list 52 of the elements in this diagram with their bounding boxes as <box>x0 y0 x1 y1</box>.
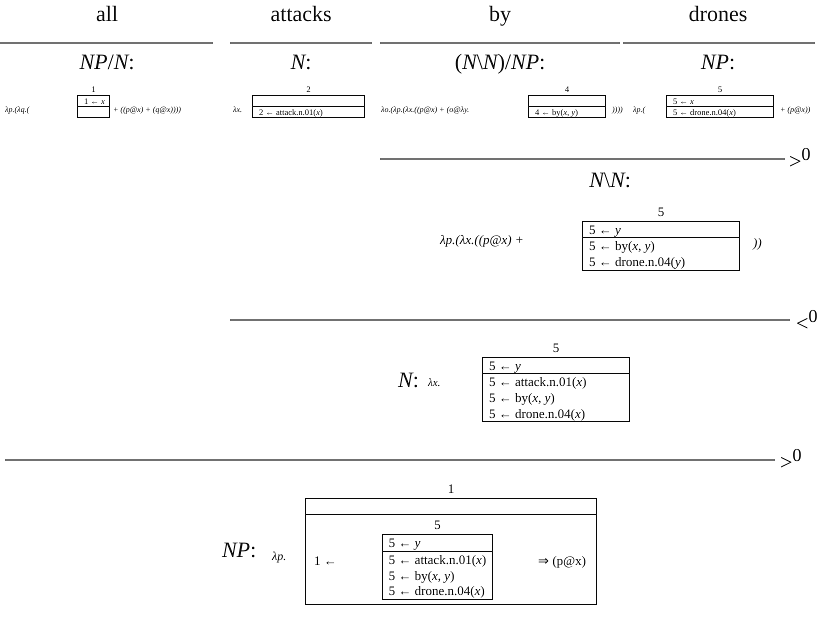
word: all <box>96 2 118 26</box>
category-label: N: <box>290 50 312 74</box>
drs-condition: 5 ← drone.n.04(x) <box>673 107 737 118</box>
drs-box <box>77 84 110 118</box>
word: drones <box>688 2 748 26</box>
lambda-term: λp.(λx.((p@x) + <box>440 233 524 248</box>
drs-referent: 5 ← x <box>673 96 695 106</box>
drs-label: 1 <box>448 481 454 498</box>
drs-condition: 1 ← <box>314 552 337 568</box>
drs-condition: 5 ← drone.n.04(x) <box>489 406 586 422</box>
drs-condition: 5 ← by(x, y) <box>489 390 556 406</box>
word: by <box>489 2 511 26</box>
drs-label: 5 <box>552 340 560 357</box>
lambda-term: )) <box>753 236 762 250</box>
drs-condition: 5 ← drone.n.04(x) <box>388 583 486 599</box>
drs-box <box>528 84 606 118</box>
category-label: N: <box>398 368 419 392</box>
drs-referent: 5 ← y <box>388 535 422 551</box>
rule-marker: >$^{0}$ <box>780 445 802 475</box>
drs-referent: 1 ← x <box>84 96 103 106</box>
word: attacks <box>270 2 332 26</box>
drs-condition: 5 ← by(x, y) <box>589 238 656 254</box>
drs-label: 2 <box>306 84 311 96</box>
category-label: NP: <box>700 50 736 74</box>
lambda-term: λp. <box>272 550 286 564</box>
drs-label: 5 <box>718 84 722 96</box>
drs-label: 5 <box>658 204 664 221</box>
category-label: NP/N: <box>79 50 135 74</box>
drs-referent: 5 ← y <box>589 222 622 238</box>
rule-marker: >$^{0}$ <box>789 144 811 174</box>
drs-condition: 2 ← attack.n.01(x) <box>259 107 324 118</box>
lambda-term: λo.(λp.(λx.((p@x) + (o@λy. <box>381 106 470 115</box>
drs-condition: 5 ← drone.n.04(y) <box>589 254 686 270</box>
category-label: NP: <box>222 538 256 562</box>
lambda-term: λp.( <box>633 106 646 115</box>
drs-condition: 5 ← attack.n.01(x) <box>388 552 486 568</box>
drs-box <box>666 84 774 118</box>
drs-label: 5 <box>434 517 441 534</box>
drs-condition: 5 ← by(x, y) <box>388 568 456 584</box>
category-label: (N\N)/NP: <box>454 50 546 74</box>
drs-label: 4 <box>564 84 570 96</box>
lambda-term: λp.(λq.( <box>5 106 30 115</box>
lambda-term: λx. <box>233 106 242 115</box>
lambda-term: λx. <box>428 377 440 390</box>
drs-condition: 5 ← attack.n.01(x) <box>489 374 588 390</box>
category-label: N\N: <box>589 168 631 192</box>
rule-marker: <$^{0}$ <box>796 306 818 336</box>
drs-referent: 5 ← y <box>489 358 522 374</box>
drs-label: 1 <box>91 84 96 96</box>
drs-box <box>252 84 365 118</box>
drs-condition: 4 ← by(x, y) <box>535 107 579 118</box>
drs-condition: ⇒ (p@x) <box>538 552 586 568</box>
